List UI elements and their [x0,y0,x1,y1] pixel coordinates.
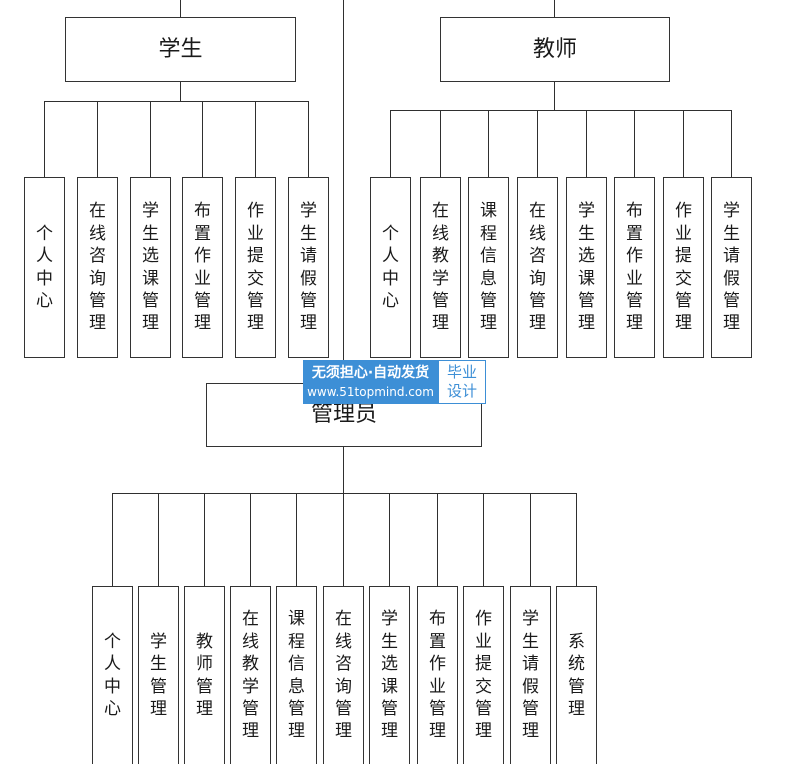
teacher-module-leave-request-management: 学生请假管理 [711,177,752,358]
student-module-homework-assignment-management: 布置作业管理 [182,177,223,358]
watermark-badge-line1: 毕业 [446,363,477,381]
admin-module-course-selection-management: 学生选课管理 [369,586,410,764]
student-role-title: 学生 [158,36,203,62]
student-module-personal-center-label: 个人中心 [36,223,53,311]
student-module-leave-request-management-label: 学生请假管理 [300,201,317,334]
student-module-homework-submission-management: 作业提交管理 [235,177,276,358]
teacher-module-homework-assignment-management: 布置作业管理 [614,177,655,358]
admin-module-personal-center-label: 个人中心 [104,631,121,719]
admin-module-student-management: 学生管理 [138,586,179,764]
teacher-role-title: 教师 [532,36,577,62]
teacher-module-leave-request-management-label: 学生请假管理 [723,201,740,334]
watermark-banner: 无须担心·自动发货 www.51topmind.com [303,360,438,404]
teacher-module-course-info-management: 课程信息管理 [468,177,509,358]
student-module-online-consultation-management: 在线咨询管理 [77,177,118,358]
teacher-module-course-info-management-label: 课程信息管理 [480,201,497,334]
teacher-module-course-selection-management-label: 学生选课管理 [578,201,595,334]
watermark-badge-line2: 设计 [446,382,477,400]
student-module-homework-submission-management-label: 作业提交管理 [247,201,264,334]
admin-module-online-consultation-management-label: 在线咨询管理 [335,609,352,742]
teacher-module-homework-submission-management: 作业提交管理 [663,177,704,358]
watermark-badge: 毕业 设计 [438,360,486,404]
admin-module-leave-request-management: 学生请假管理 [510,586,551,764]
student-module-online-consultation-management-label: 在线咨询管理 [89,201,106,334]
teacher-module-homework-assignment-management-label: 布置作业管理 [626,201,643,334]
admin-module-system-management: 系统管理 [556,586,597,764]
admin-module-system-management-label: 系统管理 [568,631,585,719]
student-module-personal-center: 个人中心 [24,177,65,358]
teacher-module-course-selection-management: 学生选课管理 [566,177,607,358]
admin-module-online-consultation-management: 在线咨询管理 [323,586,364,764]
admin-module-course-selection-management-label: 学生选课管理 [381,609,398,742]
student-module-course-selection-management: 学生选课管理 [130,177,171,358]
admin-role-title: 管理员 [310,402,377,427]
admin-module-online-teaching-management: 在线教学管理 [230,586,271,764]
student-module-homework-assignment-management-label: 布置作业管理 [194,201,211,334]
admin-module-course-info-management: 课程信息管理 [276,586,317,764]
teacher-module-personal-center-label: 个人中心 [382,223,399,311]
admin-module-course-info-management-label: 课程信息管理 [288,609,305,742]
teacher-module-online-teaching-management-label: 在线教学管理 [432,201,449,334]
admin-module-teacher-management-label: 教师管理 [196,631,213,719]
teacher-module-homework-submission-management-label: 作业提交管理 [675,201,692,334]
student-module-course-selection-management-label: 学生选课管理 [142,201,159,334]
admin-module-student-management-label: 学生管理 [150,631,167,719]
watermark: 无须担心·自动发货 www.51topmind.com 毕业 设计 [303,360,486,404]
admin-module-personal-center: 个人中心 [92,586,133,764]
teacher-module-online-consultation-management-label: 在线咨询管理 [529,201,546,334]
admin-module-leave-request-management-label: 学生请假管理 [522,609,539,742]
admin-module-teacher-management: 教师管理 [184,586,225,764]
admin-module-homework-submission-management-label: 作业提交管理 [475,609,492,742]
teacher-module-online-teaching-management: 在线教学管理 [420,177,461,358]
watermark-url: www.51topmind.com [307,385,434,399]
teacher-module-personal-center: 个人中心 [370,177,411,358]
admin-module-homework-assignment-management: 布置作业管理 [417,586,458,764]
admin-module-homework-assignment-management-label: 布置作业管理 [429,609,446,742]
teacher-module-online-consultation-management: 在线咨询管理 [517,177,558,358]
student-module-leave-request-management: 学生请假管理 [288,177,329,358]
watermark-slogan: 无须担心·自动发货 [311,365,430,381]
admin-module-online-teaching-management-label: 在线教学管理 [242,609,259,742]
admin-module-homework-submission-management: 作业提交管理 [463,586,504,764]
student-role-box: 学生 [65,17,296,82]
teacher-role-box: 教师 [440,17,670,82]
